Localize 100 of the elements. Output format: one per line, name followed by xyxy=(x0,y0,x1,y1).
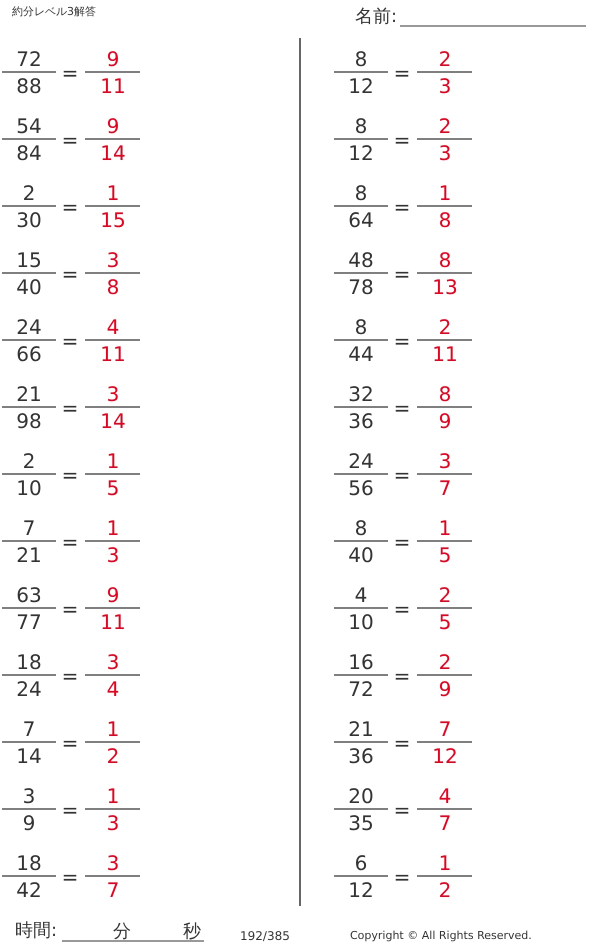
answer-denominator: 2 xyxy=(438,880,452,900)
denominator: 12 xyxy=(348,143,374,163)
equals-sign: = xyxy=(62,264,78,284)
denominator: 35 xyxy=(348,813,374,833)
answer-numerator: 1 xyxy=(438,518,452,538)
answer-numerator: 4 xyxy=(438,786,452,806)
answer-numerator: 8 xyxy=(438,250,452,270)
denominator: 36 xyxy=(348,411,374,431)
equals-sign: = xyxy=(62,532,78,552)
denominator: 24 xyxy=(16,679,42,699)
numerator: 54 xyxy=(16,116,42,136)
equals-sign: = xyxy=(394,331,410,351)
answer-denominator: 7 xyxy=(106,880,120,900)
equals-sign: = xyxy=(394,197,410,217)
numerator: 32 xyxy=(348,384,374,404)
answer-denominator: 3 xyxy=(438,143,452,163)
numerator: 7 xyxy=(22,719,36,739)
answer-denominator: 3 xyxy=(106,545,120,565)
equals-sign: = xyxy=(394,666,410,686)
answer-denominator: 8 xyxy=(106,277,120,297)
numerator: 15 xyxy=(16,250,42,270)
answer-denominator: 11 xyxy=(100,344,126,364)
denominator: 10 xyxy=(348,612,374,632)
numerator: 48 xyxy=(348,250,374,270)
denominator: 40 xyxy=(348,545,374,565)
answer-denominator: 15 xyxy=(100,210,126,230)
answer-numerator: 2 xyxy=(438,116,452,136)
equals-sign: = xyxy=(394,599,410,619)
answer-denominator: 5 xyxy=(106,478,120,498)
minutes-label: 分 xyxy=(113,923,131,941)
answer-numerator: 3 xyxy=(106,250,120,270)
answer-denominator: 9 xyxy=(438,679,452,699)
numerator: 16 xyxy=(348,652,374,672)
equals-sign: = xyxy=(394,867,410,887)
answer-numerator: 1 xyxy=(438,183,452,203)
answer-numerator: 2 xyxy=(438,49,452,69)
numerator: 7 xyxy=(22,518,36,538)
numerator: 72 xyxy=(16,49,42,69)
answer-denominator: 7 xyxy=(438,478,452,498)
numerator: 18 xyxy=(16,652,42,672)
answer-numerator: 1 xyxy=(106,183,120,203)
numerator: 8 xyxy=(354,49,368,69)
equals-sign: = xyxy=(62,130,78,150)
answer-denominator: 12 xyxy=(432,746,458,766)
equals-sign: = xyxy=(394,63,410,83)
numerator: 8 xyxy=(354,317,368,337)
denominator: 12 xyxy=(348,880,374,900)
answer-denominator: 11 xyxy=(432,344,458,364)
equals-sign: = xyxy=(62,666,78,686)
answer-numerator: 9 xyxy=(106,585,120,605)
denominator: 9 xyxy=(22,813,36,833)
denominator: 78 xyxy=(348,277,374,297)
answer-numerator: 3 xyxy=(438,451,452,471)
answer-numerator: 2 xyxy=(438,585,452,605)
equals-sign: = xyxy=(62,197,78,217)
numerator: 3 xyxy=(22,786,36,806)
equals-sign: = xyxy=(62,867,78,887)
answer-denominator: 8 xyxy=(438,210,452,230)
answer-denominator: 5 xyxy=(438,612,452,632)
equals-sign: = xyxy=(62,733,78,753)
answer-numerator: 1 xyxy=(106,451,120,471)
denominator: 42 xyxy=(16,880,42,900)
answer-denominator: 14 xyxy=(100,411,126,431)
denominator: 77 xyxy=(16,612,42,632)
denominator: 88 xyxy=(16,76,42,96)
equals-sign: = xyxy=(394,532,410,552)
name-label: 名前: xyxy=(355,8,398,26)
numerator: 4 xyxy=(354,585,368,605)
numerator: 2 xyxy=(22,183,36,203)
denominator: 21 xyxy=(16,545,42,565)
denominator: 40 xyxy=(16,277,42,297)
numerator: 6 xyxy=(354,853,368,873)
equals-sign: = xyxy=(394,465,410,485)
answer-numerator: 2 xyxy=(438,652,452,672)
copyright-notice: Copyright © All Rights Reserved. xyxy=(350,930,532,941)
denominator: 30 xyxy=(16,210,42,230)
denominator: 12 xyxy=(348,76,374,96)
answer-numerator: 2 xyxy=(438,317,452,337)
answer-numerator: 1 xyxy=(106,518,120,538)
denominator: 72 xyxy=(348,679,374,699)
denominator: 66 xyxy=(16,344,42,364)
answer-denominator: 11 xyxy=(100,612,126,632)
answer-denominator: 14 xyxy=(100,143,126,163)
answer-denominator: 7 xyxy=(438,813,452,833)
answer-denominator: 11 xyxy=(100,76,126,96)
numerator: 21 xyxy=(348,719,374,739)
denominator: 36 xyxy=(348,746,374,766)
denominator: 98 xyxy=(16,411,42,431)
worksheet-title: 約分レベル3解答 xyxy=(12,6,96,17)
denominator: 10 xyxy=(16,478,42,498)
numerator: 8 xyxy=(354,518,368,538)
denominator: 44 xyxy=(348,344,374,364)
equals-sign: = xyxy=(62,800,78,820)
time-label: 時間: xyxy=(15,922,58,940)
numerator: 21 xyxy=(16,384,42,404)
equals-sign: = xyxy=(394,264,410,284)
answer-denominator: 9 xyxy=(438,411,452,431)
numerator: 24 xyxy=(348,451,374,471)
answer-numerator: 7 xyxy=(438,719,452,739)
page-number: 192/385 xyxy=(240,930,290,942)
